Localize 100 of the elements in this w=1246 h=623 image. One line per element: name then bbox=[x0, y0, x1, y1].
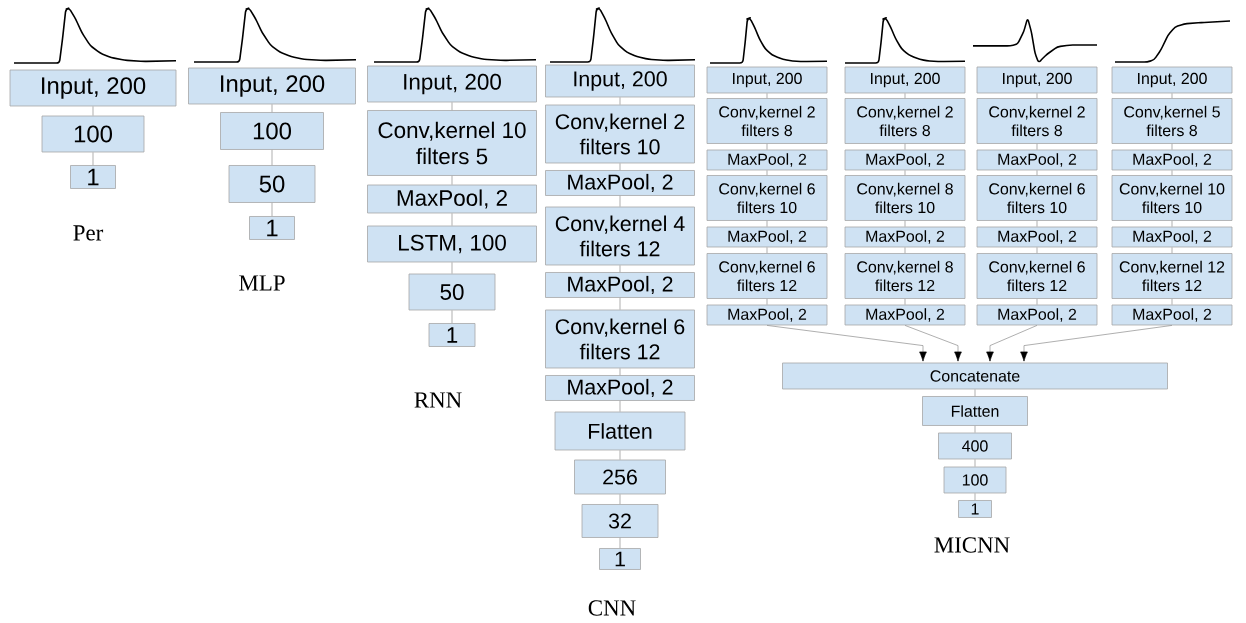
layer-box: Conv,kernel 8 filters 12 bbox=[844, 253, 966, 299]
layer-box: Input, 200 bbox=[188, 67, 356, 105]
layer-box: 1 bbox=[70, 165, 116, 189]
connector-line bbox=[1036, 170, 1038, 176]
connector-line bbox=[1036, 143, 1038, 150]
layer-box: Conv,kernel 2 filters 8 bbox=[844, 98, 966, 144]
layer-box: MaxPool, 2 bbox=[545, 375, 695, 401]
connector-line bbox=[974, 425, 976, 433]
layer-box: Conv,kernel 12 filters 12 bbox=[1111, 253, 1233, 299]
layer-box: 32 bbox=[581, 504, 659, 538]
network-caption: MLP bbox=[239, 275, 285, 291]
connector-line bbox=[1036, 93, 1038, 99]
layer-box: Conv,kernel 8 filters 10 bbox=[844, 175, 966, 221]
connector-line bbox=[766, 220, 768, 227]
connector-line bbox=[766, 247, 768, 254]
layer-box: Conv,kernel 6 filters 12 bbox=[976, 253, 1098, 299]
layer-box: 100 bbox=[41, 115, 145, 153]
connector-line bbox=[1171, 247, 1173, 254]
connector-line bbox=[619, 537, 621, 549]
connector-line bbox=[619, 368, 621, 376]
connector-line bbox=[619, 450, 621, 460]
layer-box: Input, 200 bbox=[976, 66, 1098, 94]
layer-box: Flatten bbox=[922, 396, 1028, 426]
layer-box: Conv,kernel 4 filters 12 bbox=[545, 206, 695, 266]
connector-line bbox=[766, 93, 768, 99]
layer-box: LSTM, 100 bbox=[367, 225, 537, 263]
connector-line bbox=[766, 170, 768, 176]
layer-box: MaxPool, 2 bbox=[1111, 149, 1233, 171]
arrow bbox=[1020, 325, 1173, 362]
connector-line bbox=[271, 149, 273, 166]
connector-line bbox=[1036, 298, 1038, 305]
connector-line bbox=[451, 310, 453, 324]
network-caption: RNN bbox=[414, 392, 462, 408]
layer-box: Conv,kernel 6 filters 10 bbox=[976, 175, 1098, 221]
connector-line bbox=[92, 106, 94, 116]
connector-line bbox=[974, 389, 976, 397]
layer-box: Conv,kernel 2 filters 8 bbox=[706, 98, 828, 144]
connector-line bbox=[1171, 298, 1173, 305]
connector-line bbox=[904, 170, 906, 176]
arrow bbox=[904, 325, 962, 362]
connector-line bbox=[1171, 93, 1173, 99]
connector-line bbox=[974, 493, 976, 501]
layer-box: MaxPool, 2 bbox=[706, 149, 828, 171]
connector-line bbox=[451, 262, 453, 274]
layer-box: 100 bbox=[220, 112, 324, 150]
layer-box: MaxPool, 2 bbox=[545, 170, 695, 196]
layer-box: Conv,kernel 2 filters 10 bbox=[545, 104, 695, 164]
connector-line bbox=[619, 195, 621, 207]
connector-line bbox=[1171, 170, 1173, 176]
layer-box: 50 bbox=[228, 165, 316, 203]
layer-box: MaxPool, 2 bbox=[976, 149, 1098, 171]
layer-box: Input, 200 bbox=[844, 66, 966, 94]
layer-box: Flatten bbox=[554, 411, 686, 451]
layer-box: MaxPool, 2 bbox=[706, 304, 828, 326]
layer-box: 50 bbox=[408, 273, 496, 311]
layer-box: MaxPool, 2 bbox=[976, 304, 1098, 326]
layer-box: Input, 200 bbox=[9, 69, 177, 107]
connector-line bbox=[619, 297, 621, 310]
arrow bbox=[986, 325, 1038, 362]
layer-box: MaxPool, 2 bbox=[844, 149, 966, 171]
layer-box: 100 bbox=[943, 466, 1007, 494]
connector-line bbox=[766, 298, 768, 305]
connector-line bbox=[1171, 143, 1173, 150]
layer-box: MaxPool, 2 bbox=[1111, 226, 1233, 248]
connector-line bbox=[451, 175, 453, 185]
layer-box: 1 bbox=[249, 216, 295, 240]
layer-box: Concatenate bbox=[782, 362, 1168, 390]
layer-box: Conv,kernel 10 filters 10 bbox=[1111, 175, 1233, 221]
layer-box: MaxPool, 2 bbox=[706, 226, 828, 248]
connector-line bbox=[619, 163, 621, 171]
connector-line bbox=[451, 213, 453, 226]
layer-box: Input, 200 bbox=[545, 64, 695, 98]
layer-box: MaxPool, 2 bbox=[844, 304, 966, 326]
connector-line bbox=[904, 220, 906, 227]
layer-box: Conv,kernel 6 filters 12 bbox=[706, 253, 828, 299]
connector-line bbox=[904, 298, 906, 305]
connector-line bbox=[904, 143, 906, 150]
connector-line bbox=[904, 93, 906, 99]
network-caption: Per bbox=[73, 225, 104, 241]
layer-box: 1 bbox=[428, 323, 476, 347]
connector-line bbox=[766, 143, 768, 150]
layer-box: Conv,kernel 10 filters 5 bbox=[367, 110, 537, 176]
connector-line bbox=[904, 247, 906, 254]
connector-line bbox=[92, 152, 94, 166]
layer-box: Conv,kernel 5 filters 8 bbox=[1111, 98, 1233, 144]
connector-line bbox=[271, 202, 273, 217]
network-caption: MICNN bbox=[934, 537, 1010, 553]
connector-line bbox=[271, 104, 273, 113]
network-caption: CNN bbox=[588, 600, 636, 616]
layer-box: MaxPool, 2 bbox=[1111, 304, 1233, 326]
connector-line bbox=[451, 102, 453, 111]
connector-line bbox=[619, 400, 621, 412]
layer-box: Input, 200 bbox=[1111, 66, 1233, 94]
connector-line bbox=[1036, 247, 1038, 254]
layer-box: Conv,kernel 6 filters 12 bbox=[545, 309, 695, 369]
layer-box: 1 bbox=[599, 548, 641, 570]
connector-line bbox=[619, 494, 621, 505]
connector-line bbox=[1036, 220, 1038, 227]
layer-box: 400 bbox=[938, 432, 1012, 460]
connector-line bbox=[619, 97, 621, 105]
